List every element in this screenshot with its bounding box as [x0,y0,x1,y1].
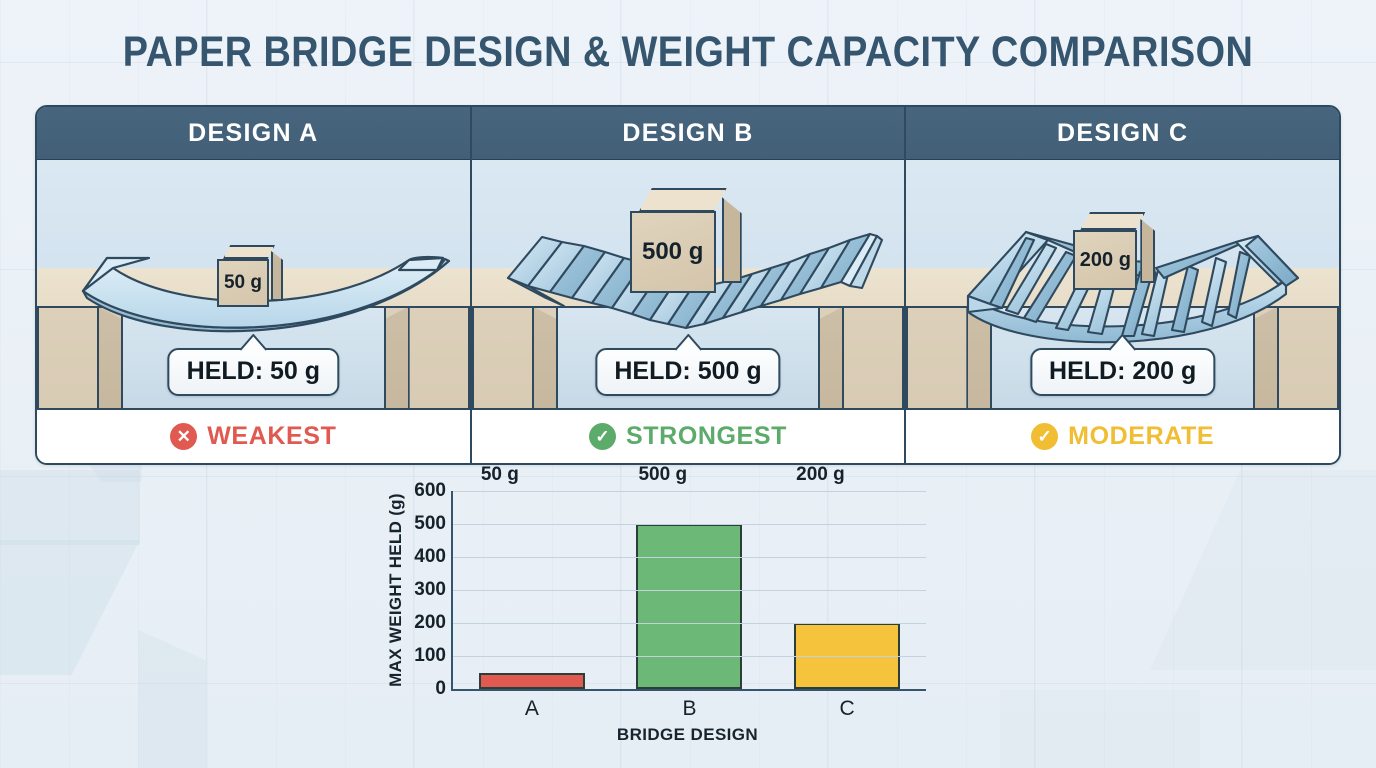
support-block-left [906,306,993,408]
design-panels: DESIGN A [37,107,1339,463]
circle-x-icon: ✕ [170,423,198,450]
chart-y-tick-label: 600 [414,480,446,501]
chart-gridline [453,590,926,591]
panel-header-a: DESIGN A [37,107,470,160]
verdict-label-c: MODERATE [1068,422,1215,450]
flat-plank-bridge-illustration [81,255,451,333]
chart-y-tick-label: 0 [435,678,446,699]
page-title: PAPER BRIDGE DESIGN & WEIGHT CAPACITY CO… [122,28,1254,76]
chart-y-tick-label: 400 [414,546,446,567]
weight-box-a: 50 g [217,245,283,307]
chart-bar[interactable]: 50 g [478,464,585,689]
design-panel-c[interactable]: DESIGN C [906,107,1339,463]
weight-capacity-bar-chart: MAX WEIGHT HELD (g) 50 g A 500 g B 200 g C 0 1… [385,464,945,755]
callout-text-c: HELD: 200 g [1049,357,1197,385]
callout-text-b: HELD: 500 g [614,357,762,385]
callout-a: HELD: 50 g [167,334,340,396]
design-panel-b[interactable]: DESIGN B [471,107,907,463]
chart-bar-value-label: 200 g [796,464,845,485]
panel-header-c: DESIGN C [906,107,1339,160]
chart-bars: 50 g A 500 g B 200 g C [453,464,926,720]
verdict-label-a: WEAKEST [207,422,337,450]
bridge-scene-c: 200 g HELD: 200 g [906,160,1339,408]
weight-box-label-c: 200 g [1073,230,1138,290]
chart-bar[interactable]: 500 g [636,464,743,689]
support-block-right [383,306,470,408]
chart-x-tick-label: B [682,697,697,720]
support-block-right [818,306,905,408]
chart-gridline [453,524,926,525]
callout-tail-icon [239,334,268,351]
background-shape-1 [0,470,140,545]
design-panel-a[interactable]: DESIGN A [37,107,472,463]
verdict-label-b: STRONGEST [626,422,787,450]
callout-c: HELD: 200 g [1030,334,1216,396]
chart-y-tick-label: 300 [414,579,446,600]
chart-x-tick-label: A [524,697,539,720]
panel-header-b: DESIGN B [471,107,905,160]
bridge-scene-b: 500 g HELD: 500 g [471,160,905,408]
callout-tail-icon [674,334,702,351]
weight-box-label-a: 50 g [217,259,269,307]
chart-bar-value-label: 500 g [638,464,688,485]
bridge-scene-a: 50 g HELD: 50 g [37,160,470,408]
circle-check-icon: ✓ [589,423,617,450]
callout-tail-icon [1108,334,1137,351]
chart-y-axis-label: MAX WEIGHT HELD (g) [386,493,405,687]
chart-bar-group[interactable]: 500 g B [636,464,743,720]
chart-gridline [453,623,926,624]
weight-box-b: 500 g [629,188,742,293]
chart-x-tick-label: C [839,697,855,720]
chart-y-tick-label: 100 [414,645,446,666]
circle-check-icon: ✓ [1031,423,1059,450]
chart-x-axis-label: BRIDGE DESIGN [616,725,759,744]
chart-bar-group[interactable]: 50 g A [478,464,585,720]
support-block-right [1253,306,1339,408]
verdict-row-b: ✓ STRONGEST [471,408,905,463]
background-shape-6 [1000,690,1200,768]
chart-y-tick-label: 200 [414,612,446,633]
chart-gridline [453,656,926,657]
callout-text-a: HELD: 50 g [186,357,321,385]
chart-gridline [453,491,926,492]
chart-bar-value-label: 50 g [480,464,519,485]
support-block-left [471,306,558,408]
weight-box-label-b: 500 g [629,211,716,293]
verdict-row-c: ✓ MODERATE [906,408,1339,463]
weight-box-c: 200 g [1073,212,1156,290]
chart-gridline [453,557,926,558]
callout-b: HELD: 500 g [595,334,781,396]
chart-y-tick-label: 500 [414,513,446,534]
comparison-card: DESIGN A [35,105,1341,465]
verdict-row-a: ✕ WEAKEST [37,408,470,463]
chart-plot-area: 50 g A 500 g B 200 g C 0 100 200 300 400 500 600 [414,464,926,720]
